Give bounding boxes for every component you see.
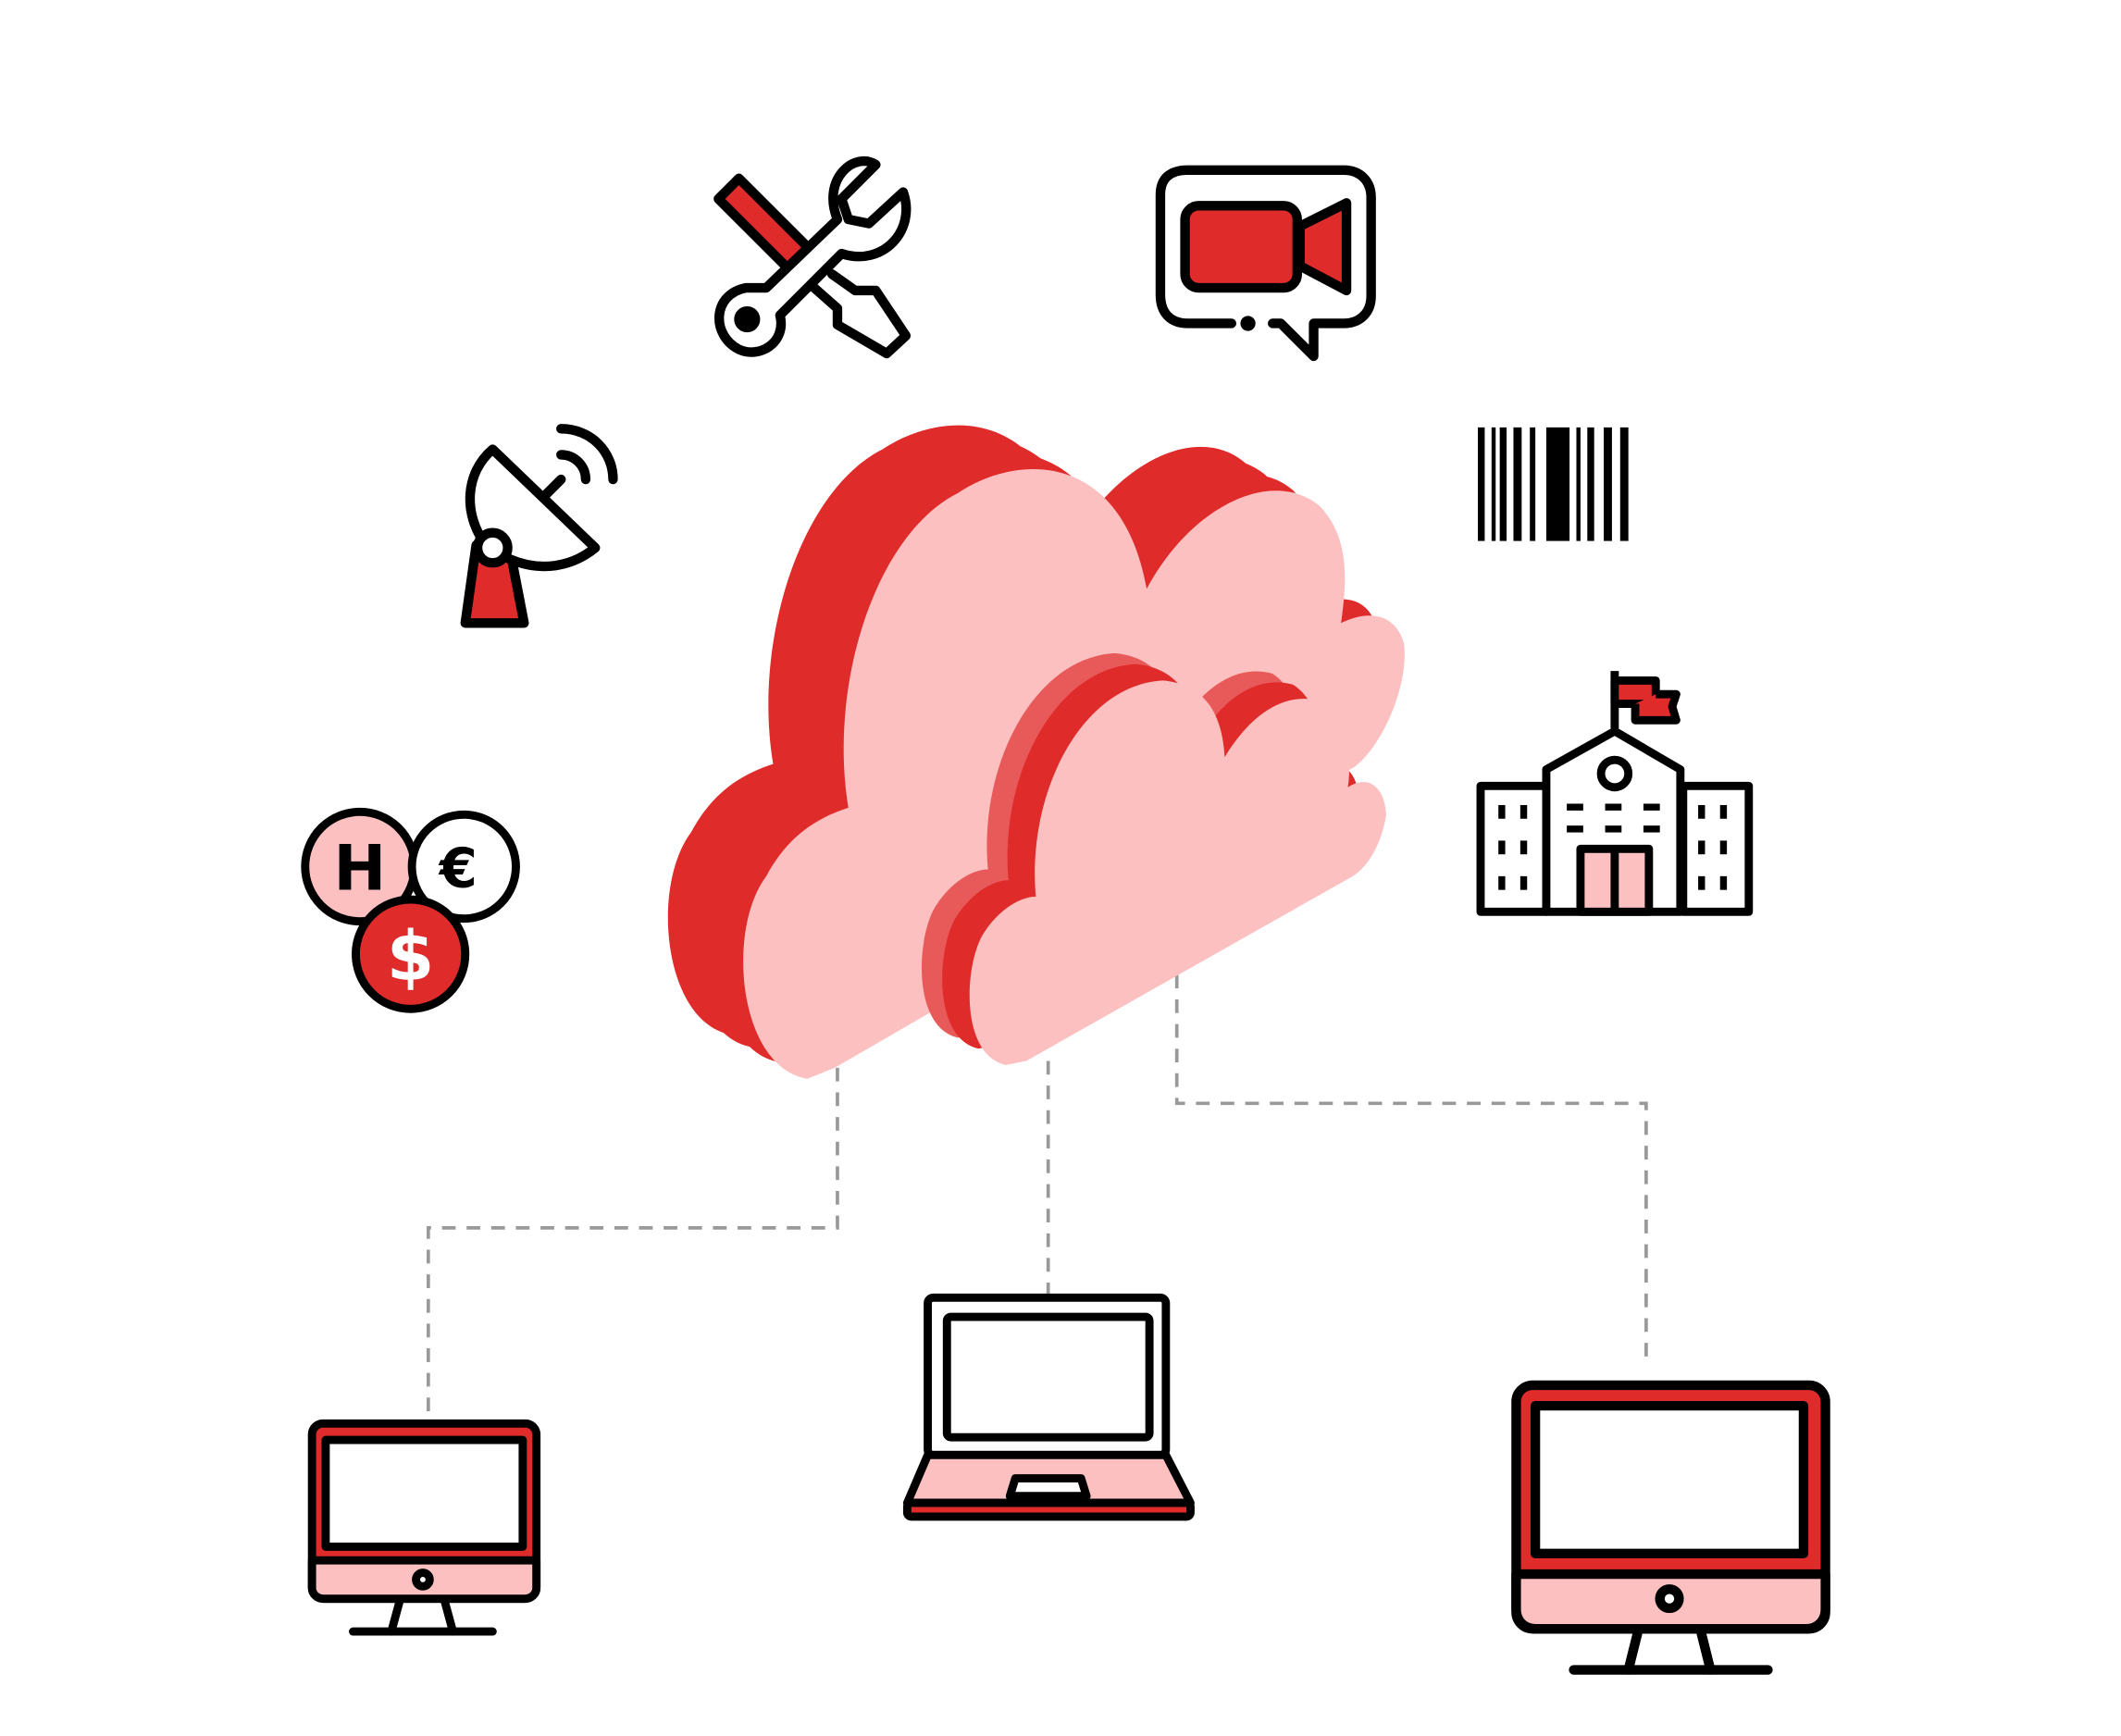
cloud-icon [667, 425, 1405, 1079]
satellite-dish-icon [460, 424, 618, 628]
currency-symbol-euro: € [438, 837, 478, 900]
connector-left-monitor [426, 1067, 839, 1424]
currency-icon: H € $ [301, 807, 520, 1013]
laptop-icon [902, 1293, 1195, 1521]
school-icon [1476, 671, 1754, 916]
connector-right-monitor [1174, 974, 1648, 1362]
tools-icon [713, 155, 912, 359]
connector-lines [426, 974, 1648, 1424]
desktop-monitor-icon-left [307, 1419, 541, 1636]
currency-symbol-dollar: $ [387, 917, 434, 997]
video-call-icon [1155, 165, 1376, 362]
desktop-monitor-icon-right [1511, 1380, 1830, 1675]
barcode-icon [1478, 427, 1629, 541]
currency-symbol-h: H [333, 833, 386, 906]
